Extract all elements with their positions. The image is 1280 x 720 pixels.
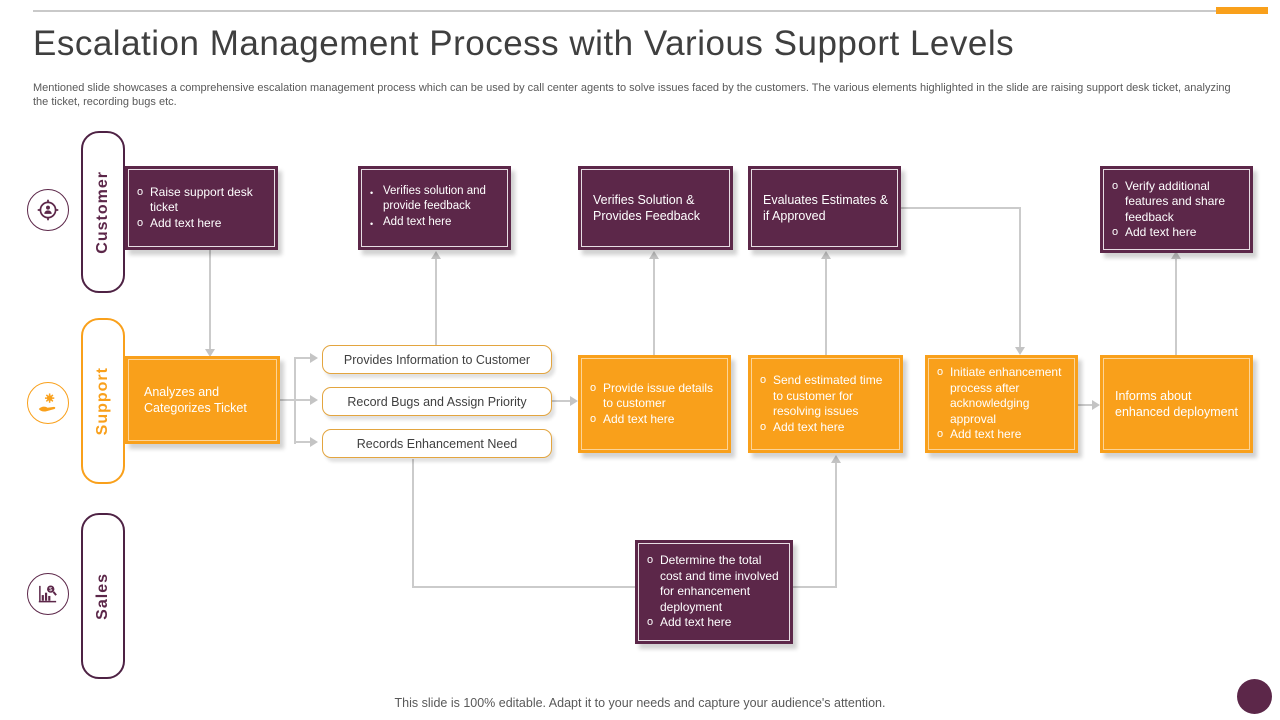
support-box-analyzes: Analyzes and Categorizes Ticket: [125, 356, 280, 444]
sales-box-determine-cost: o Determine the total cost and time invo…: [635, 540, 793, 644]
box-text: Add text here: [603, 411, 675, 426]
chart-magnifier-icon: $: [27, 573, 69, 615]
pill-record-bugs: Record Bugs and Assign Priority: [322, 387, 552, 416]
bullet-icon: o: [647, 554, 654, 567]
box-text: Add text here: [950, 427, 1022, 442]
bullet-icon: o: [1112, 226, 1119, 238]
bullet-icon: o: [647, 616, 654, 629]
bullet-icon: o: [590, 412, 597, 425]
customer-box-verifies-solution-feedback: • Verifies solution and provide feedback…: [358, 166, 511, 250]
top-accent-bar: [1216, 7, 1268, 14]
support-box-send-estimated: o Send estimated time to customer for re…: [748, 355, 903, 453]
customer-box-evaluates-estimates: Evaluates Estimates & if Approved: [748, 166, 901, 250]
customer-target-icon: [27, 189, 69, 231]
customer-box-verify-additional: o Verify additional features and share f…: [1100, 166, 1253, 253]
bullet-icon: •: [370, 187, 374, 198]
box-text: Provide issue details to customer: [603, 380, 714, 411]
box-text: Initiate enhancement process after ackno…: [950, 365, 1062, 426]
bullet-icon: o: [590, 381, 597, 394]
lane-customer: Customer: [81, 131, 125, 293]
box-text: Add text here: [150, 215, 222, 230]
footer-note: This slide is 100% editable. Adapt it to…: [394, 696, 886, 710]
support-box-initiate-enhancement: o Initiate enhancement process after ack…: [925, 355, 1078, 453]
page-title: Escalation Management Process with Vario…: [33, 24, 1015, 63]
pill-text: Records Enhancement Need: [356, 436, 518, 451]
box-text: Verifies Solution & Provides Feedback: [593, 193, 701, 223]
box-text: Informs about enhanced deployment: [1115, 389, 1239, 419]
box-text: Add text here: [660, 615, 732, 630]
bullet-icon: •: [370, 218, 374, 229]
box-text: Send estimated time to customer for reso…: [773, 373, 883, 418]
box-text: Evaluates Estimates & if Approved: [763, 193, 889, 223]
box-text: Add text here: [1125, 225, 1197, 239]
customer-box-verifies-solution: Verifies Solution & Provides Feedback: [578, 166, 733, 250]
bullet-icon: o: [760, 374, 767, 386]
pill-text: Record Bugs and Assign Priority: [347, 394, 527, 409]
box-text: Verify additional features and share fee…: [1125, 178, 1226, 224]
page-subtitle: Mentioned slide showcases a comprehensiv…: [33, 82, 1231, 108]
lane-support: Support: [81, 318, 125, 484]
bullet-icon: o: [1112, 179, 1119, 192]
bullet-icon: o: [937, 366, 944, 379]
bullet-icon: o: [137, 216, 144, 229]
bullet-icon: o: [760, 420, 767, 433]
pill-records-enhancement: Records Enhancement Need: [322, 429, 552, 458]
corner-decoration-circle: [1237, 679, 1272, 714]
hand-gear-icon: [27, 382, 69, 424]
bullet-icon: o: [937, 428, 944, 441]
support-box-provide-issue: o Provide issue details to customer o Ad…: [578, 355, 731, 453]
pill-text: Provides Information to Customer: [343, 352, 531, 367]
box-text: Verifies solution and provide feedback: [383, 184, 486, 213]
box-text: Add text here: [773, 419, 845, 434]
lane-customer-label: Customer: [94, 170, 111, 254]
lane-sales: Sales: [81, 513, 125, 679]
support-box-informs: Informs about enhanced deployment: [1100, 355, 1253, 453]
top-divider-line: [33, 10, 1268, 12]
lane-sales-label: Sales: [94, 572, 111, 620]
pill-provides-information: Provides Information to Customer: [322, 345, 552, 374]
box-text: Add text here: [383, 215, 452, 228]
box-text: Determine the total cost and time involv…: [660, 553, 779, 614]
bullet-icon: o: [137, 185, 144, 198]
customer-box-raise-ticket: o Raise support desk ticket o Add text h…: [125, 166, 278, 250]
box-text: Analyzes and Categorizes Ticket: [144, 385, 247, 415]
box-text: Raise support desk ticket: [150, 184, 253, 215]
lane-support-label: Support: [94, 366, 111, 436]
svg-text:$: $: [49, 587, 53, 593]
